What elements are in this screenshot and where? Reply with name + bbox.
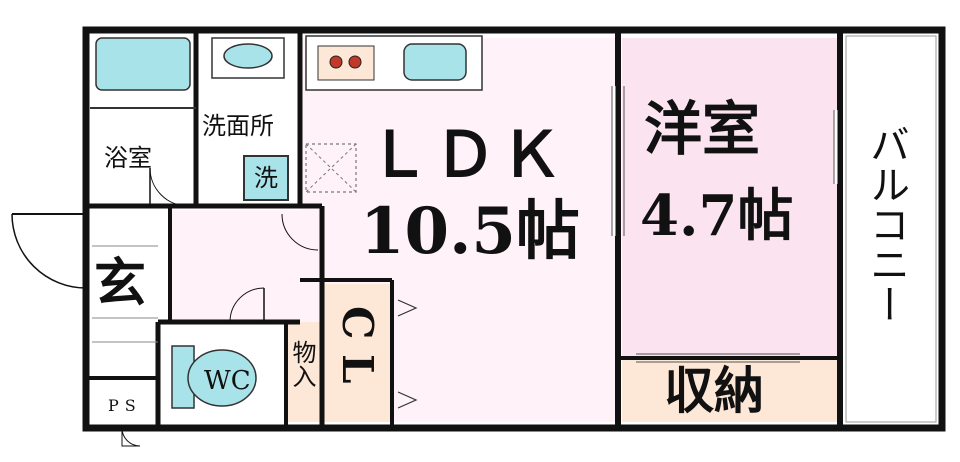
balcony-label: バルコニー: [863, 124, 909, 324]
closet-floor: [322, 284, 392, 422]
storage-floor: [622, 360, 838, 422]
fridge-space: [305, 143, 357, 193]
entrance-label: 玄: [94, 253, 147, 314]
western-room-label: 洋室: [644, 95, 761, 163]
western-room-size-label: 4.7帖: [640, 183, 794, 249]
ps-label: PS: [108, 396, 142, 415]
balcony-floor: [842, 38, 942, 422]
bathtub-icon: [95, 37, 191, 91]
outer-wall: [82, 26, 946, 432]
closet-label: C L: [333, 306, 382, 384]
balcony-railing: [845, 35, 937, 423]
toilet-label: WC: [204, 366, 251, 396]
washer-pan: [243, 155, 289, 201]
washer-label: 洗: [254, 164, 278, 192]
hall-floor: [170, 210, 300, 322]
western-room-floor: [622, 38, 838, 356]
cupboard-label: 物入: [288, 340, 316, 388]
cupboard-floor: [286, 322, 322, 422]
toilet-bowl-icon: [187, 349, 257, 407]
storage-label: 収納: [664, 361, 764, 420]
bath-label: 浴室: [104, 144, 152, 172]
washroom-label: 洗面所: [202, 112, 274, 140]
ldk-label: ＬＤＫ: [368, 118, 567, 191]
ldk-size-label: 10.5帖: [360, 194, 580, 269]
